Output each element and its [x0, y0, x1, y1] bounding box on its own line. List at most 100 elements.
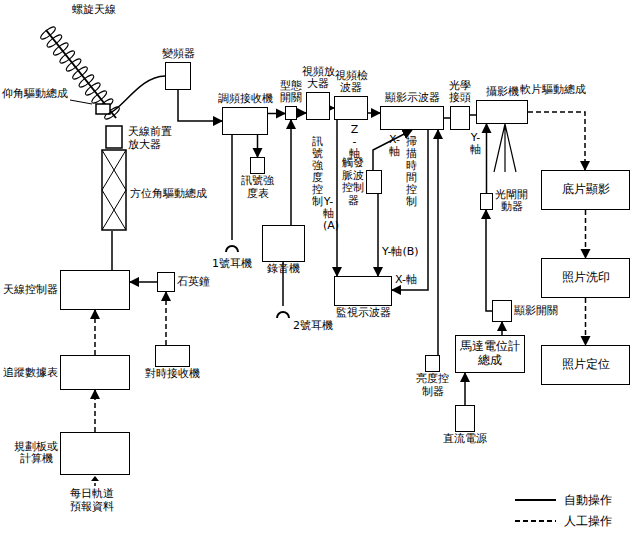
- signal-connector: [297, 112, 306, 114]
- part-label: 螺旋天線: [72, 4, 116, 17]
- signal-connector: [178, 90, 222, 121]
- signal-connector: [130, 281, 157, 283]
- signal-connector: [94, 390, 96, 432]
- clock-box: 石英鐘: [157, 272, 175, 292]
- node-label: 直流電源: [443, 433, 487, 446]
- part-label: 方位角驅動總成: [130, 188, 207, 201]
- part-label: 仰角驅動總成: [2, 88, 68, 101]
- node-label: 對時接收機: [145, 368, 200, 381]
- node-label: 光學接頭: [449, 80, 471, 105]
- node-label: 顯影示波器: [385, 92, 440, 105]
- recorder-box: 錄音機: [262, 225, 305, 262]
- signal-connector: [257, 135, 259, 157]
- optical-coupler: 光學接頭: [450, 106, 470, 130]
- node-label: 視頻放大器: [302, 66, 335, 91]
- legend-text: 自動操作: [564, 492, 612, 509]
- controller-box: 天線控制器: [60, 270, 130, 310]
- signal-connector: [585, 210, 587, 258]
- time-receiver-box: 對時接收機: [155, 345, 190, 367]
- signal-connector: [336, 120, 338, 276]
- receiver-box: 調頻接收機: [222, 107, 268, 135]
- node-label: 監視示波器: [336, 307, 391, 320]
- converter-box: 變頻器: [165, 62, 191, 90]
- signal-connector: [501, 322, 503, 335]
- headphone-cord: [231, 135, 233, 240]
- control-cable: [111, 231, 113, 270]
- helix-antenna: [39, 25, 121, 121]
- node-label: 石英鐘: [177, 276, 210, 289]
- node-label: 照片洗印: [558, 269, 614, 287]
- node-label: 錄音機: [267, 263, 300, 276]
- process-box: 照片定位: [541, 345, 630, 385]
- part-label: 掃描時間控制: [406, 136, 417, 209]
- brightness-box: 亮度控制器: [425, 355, 440, 372]
- node-label: 亮度控制器: [416, 373, 449, 398]
- headphone-symbol: [226, 246, 238, 252]
- node-label: 規劃板或計算機: [14, 441, 58, 466]
- legend-solid-sample: [515, 499, 556, 501]
- part-label: X-軸: [395, 274, 417, 287]
- part-label: Y-軸(A): [323, 196, 334, 232]
- tripod: [494, 124, 516, 172]
- signal-connector: [290, 120, 292, 225]
- part-label: 2號耳機: [293, 320, 333, 333]
- node-label: 天線控制器: [3, 284, 58, 297]
- node-label: 視頻檢波器: [335, 70, 368, 95]
- signal-connector: [486, 124, 488, 193]
- node-label: 型態開關: [280, 80, 302, 105]
- node-label: 光閘開動器: [495, 189, 528, 214]
- node-label: 訊號強度表: [241, 175, 274, 200]
- video-detector-box: 視頻檢波器: [334, 96, 368, 120]
- mode-switch: 型態開關: [285, 106, 297, 120]
- signal-connector: [94, 310, 96, 355]
- node-label: 顯影開關: [514, 305, 558, 318]
- part-label: Y-軸: [470, 132, 481, 156]
- monitor-scope-box: 監視示波器: [334, 276, 392, 306]
- legend-dashed-sample: [515, 520, 556, 522]
- preamp: [96, 104, 110, 114]
- meter-box: 訊號強度表: [250, 157, 265, 174]
- part-label: 每日軌道預報資料: [70, 488, 114, 513]
- signal-connector: [368, 112, 380, 114]
- trigger-box: 觸發脈波控制器: [366, 170, 382, 194]
- part-label: 天線前置放大器: [128, 126, 172, 151]
- signal-connector: [437, 130, 439, 355]
- legend-text: 人工操作: [564, 513, 612, 530]
- signal-connector: [486, 210, 492, 311]
- feed-cable: [108, 76, 165, 114]
- process-box: 底片顯影: [541, 170, 630, 210]
- shutter-box: 光閘開動器: [480, 193, 493, 210]
- part-label: 軟片驅動總成: [520, 84, 586, 97]
- motor-box: 馬達電位計 總成: [455, 335, 525, 373]
- node-label: 調頻接收機: [218, 93, 273, 106]
- antenna-pedestal: [102, 150, 126, 230]
- switch-box: 顯影開關: [492, 300, 512, 322]
- part-label: Y-軸(B): [382, 246, 419, 259]
- video-amp-box: 視頻放大器: [306, 92, 330, 120]
- headphone-symbol: [277, 312, 289, 318]
- elevation-drive: [106, 126, 122, 148]
- signal-connector: [585, 298, 587, 345]
- camera-box: 攝影機: [476, 100, 528, 124]
- part-label: 1號耳機: [212, 258, 252, 271]
- signal-connector: [528, 112, 585, 170]
- signal-connector: [165, 292, 167, 345]
- node-label: 變頻器: [162, 48, 195, 61]
- power-box: 直流電源: [455, 405, 475, 432]
- part-label: X-軸: [389, 134, 400, 158]
- signal-connector: [268, 113, 285, 115]
- node-label: 觸發脈波控制器: [342, 157, 364, 208]
- node-label: 照片定位: [558, 356, 614, 374]
- computer-box: 規劃板或計算機: [60, 432, 130, 475]
- signal-connector: [464, 373, 466, 405]
- node-label: 追蹤數據表: [3, 366, 58, 379]
- part-label: 訊號強度控制: [312, 136, 323, 209]
- signal-connector: [377, 194, 379, 276]
- process-box: 照片洗印: [541, 258, 630, 298]
- node-label: 攝影機: [486, 86, 519, 99]
- part-label: Z-軸: [349, 124, 360, 160]
- table-box: 追蹤數據表: [60, 355, 130, 390]
- scope-box: 顯影示波器: [380, 106, 444, 130]
- node-label: 底片顯影: [558, 181, 614, 199]
